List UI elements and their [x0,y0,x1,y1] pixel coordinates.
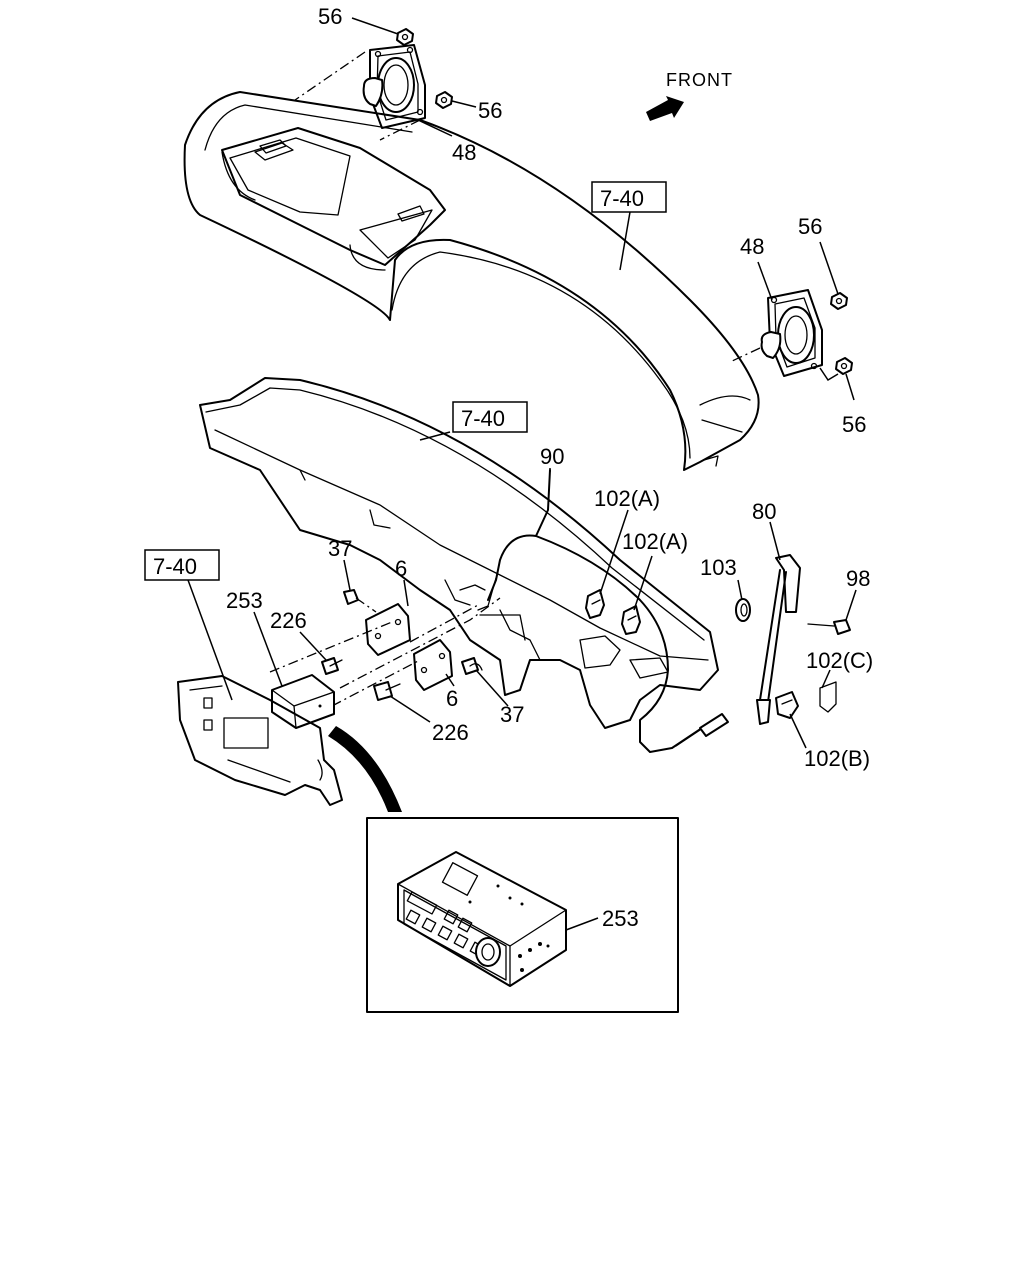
screw-right [807,619,851,635]
label-grommet: 103 [700,555,737,580]
detail-pointer-icon [328,726,402,812]
bolt-upper [343,589,377,613]
bracket-lower [413,639,453,691]
label-screw-right: 98 [846,566,870,591]
front-label: FRONT [666,70,733,90]
ref-box-upper [591,181,667,213]
radio-detail-unit [397,851,567,987]
ref-side-panel: 7-40 [153,554,197,579]
screw-upper [321,657,343,675]
screw-lower [373,681,401,701]
bolt-lower [461,657,483,675]
grommet [735,598,751,622]
label-rod: 80 [752,499,776,524]
label-clip-b: 102(B) [804,746,870,771]
antenna-cable [487,469,709,753]
ref-lower-panel: 7-40 [461,406,505,431]
upper-dash-panel [183,91,760,471]
label-nut-top: 56 [318,4,342,29]
label-screw-upper: 226 [270,608,307,633]
label-antenna-cable: 90 [540,444,564,469]
label-radio-detail: 253 [602,906,639,931]
leader-lines [187,17,857,931]
clip-a-1 [585,589,605,619]
side-panel [177,675,343,806]
speaker-left [362,44,426,129]
clip-c [819,681,837,713]
label-speaker-left: 48 [452,140,476,165]
label-nut-top-right: 56 [478,98,502,123]
ref-upper-panel: 7-40 [600,186,644,211]
antenna-plug [675,713,729,747]
label-nut-right-upper: 56 [798,214,822,239]
radio-unit [271,674,335,729]
label-bracket-lower: 6 [446,686,458,711]
label-screw-lower: 226 [432,720,469,745]
label-clip-c: 102(C) [806,648,873,673]
label-radio-unit: 253 [226,588,263,613]
clip-b [775,691,799,719]
label-clip-a-2: 102(A) [622,529,688,554]
ref-box-lower [452,401,528,433]
front-arrow-icon [646,96,684,121]
label-nut-right-lower: 56 [842,412,866,437]
label-clip-a-1: 102(A) [594,486,660,511]
lower-dash-panel [199,377,719,729]
front-direction-indicator: FRONT [646,70,733,121]
nut-top-right [435,91,453,109]
nut-right-lower [835,357,853,375]
label-bolt-lower: 37 [500,702,524,727]
clip-a-2 [621,605,641,635]
label-bolt-upper: 37 [328,536,352,561]
radio-detail-box [366,817,679,1013]
bracket-upper [365,603,411,656]
nut-right-upper [830,292,848,310]
ref-box-side [144,549,220,581]
nut-top [396,28,414,46]
label-bracket-upper: 6 [395,556,407,581]
label-speaker-right: 48 [740,234,764,259]
antenna-rod [756,554,801,725]
speaker-right [760,289,823,377]
